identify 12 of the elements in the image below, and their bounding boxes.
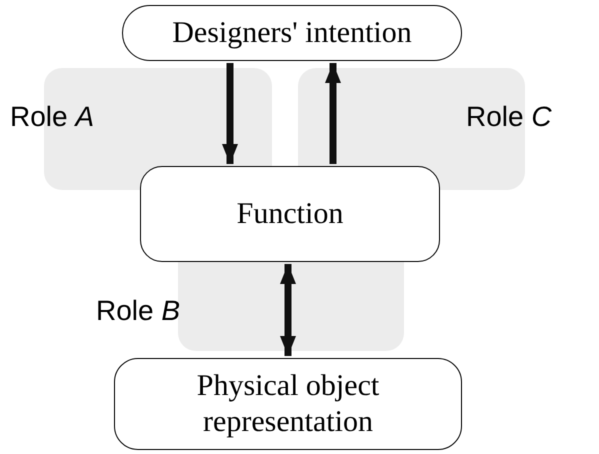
arrow [325,63,341,164]
node-text: Function [236,196,344,232]
node-text: Designers' intention [171,15,413,51]
arrow [280,264,296,356]
rounded-box [114,358,462,450]
role-label: Role A [10,100,94,134]
rounded-box [122,5,462,61]
role-label: Role B [96,294,180,328]
arrow [222,63,238,164]
rounded-box [140,166,440,262]
node-text: Physical object representation [196,368,380,440]
role-label: Role C [466,100,552,134]
